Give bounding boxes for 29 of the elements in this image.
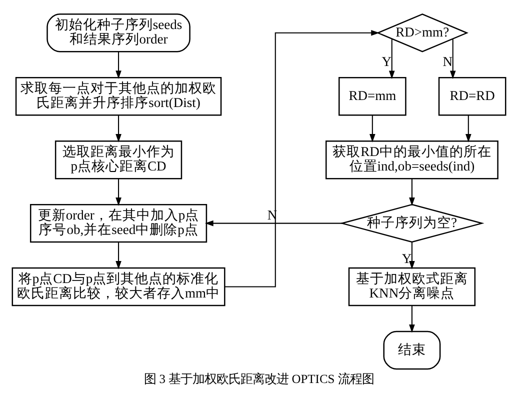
- arrow: [116, 52, 122, 79]
- node-box: 结束: [383, 330, 441, 370]
- node-box: 基于加权欧式距离KNN分离噪点: [348, 267, 476, 306]
- arrow: [450, 39, 456, 80]
- node-box: 初始化种子序列seeds和结果序列order: [46, 14, 190, 52]
- node-box: RD=mm: [338, 77, 406, 116]
- arrow: [370, 115, 376, 142]
- edge-label: Y: [402, 250, 412, 266]
- node-box: 求取每一点对于其他点的加权欧氏距离并升序排序sort(Dist): [15, 77, 222, 116]
- node-box: RD=RD: [438, 77, 506, 116]
- arrow: [409, 306, 415, 333]
- edge-label: Y: [382, 54, 392, 70]
- arrow: [409, 242, 415, 270]
- node-box: 获取RD中的最小值的所在位置ind,ob=seeds(ind): [326, 140, 498, 180]
- arrow: [116, 115, 122, 142]
- arrow: [409, 178, 415, 206]
- node-box: 选取距离最小作为p点核心距离CD: [54, 140, 182, 180]
- arrow: [116, 242, 122, 270]
- node-diamond: 种子序列为空?: [340, 204, 484, 243]
- node-diamond: RD>mm?: [376, 13, 468, 52]
- node-box: 更新order，在其中加入p点序号ob,并在seed中删除p点: [30, 204, 208, 243]
- arrow: [224, 30, 380, 288]
- arrow: [388, 39, 395, 80]
- node-box: 将p点CD与p点到其他点的标准化欧氏距离比较，较大者存入mm中: [12, 267, 226, 306]
- caption: 图 3 基于加权欧氏距离改进 OPTICS 流程图: [144, 372, 374, 386]
- edge-label: N: [442, 54, 453, 70]
- arrow: [466, 115, 472, 142]
- arrow: [205, 220, 342, 226]
- arrow: [116, 178, 122, 206]
